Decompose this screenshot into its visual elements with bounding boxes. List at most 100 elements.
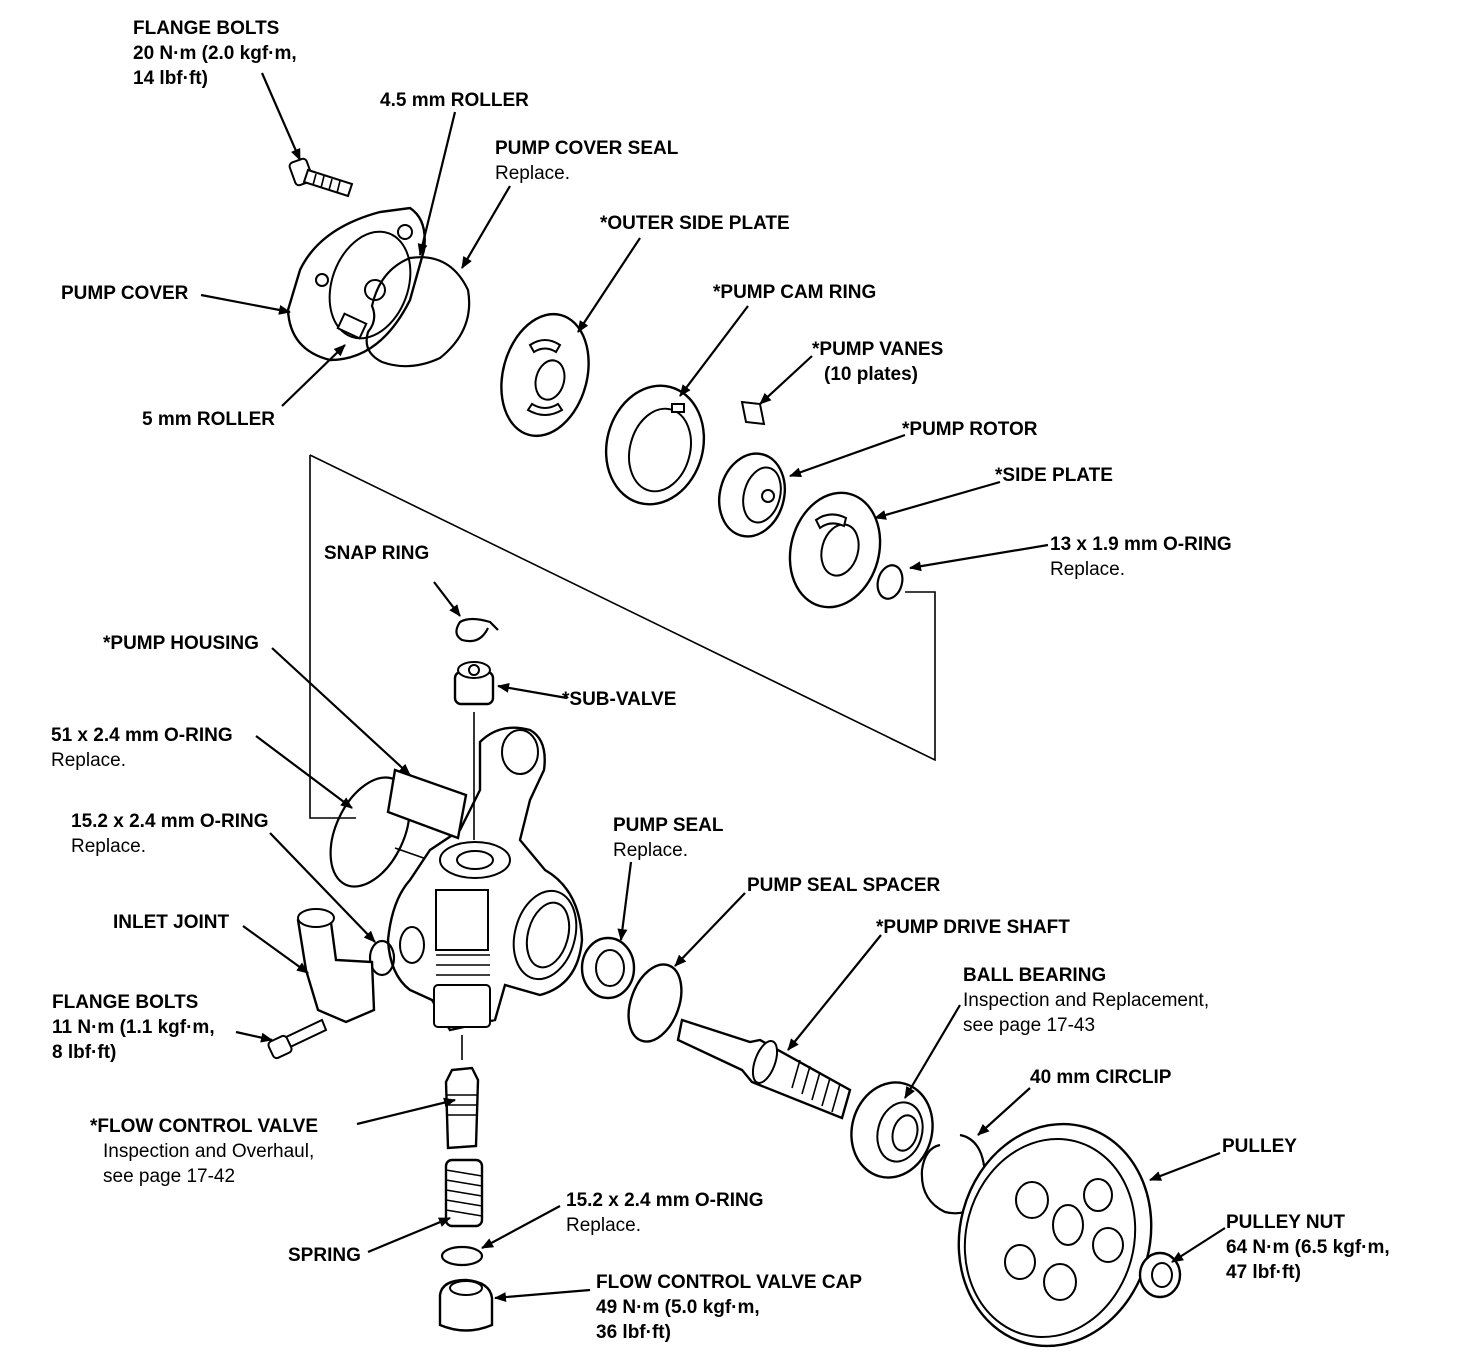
label-spec-line: 64 N·m (6.5 kgf·m, (1226, 1237, 1390, 1258)
label-title: PUMP SEAL (613, 815, 724, 836)
label-spec-line: 47 lbf·ft) (1226, 1262, 1301, 1283)
side-plate-part (788, 491, 882, 609)
pump-drive-shaft-part (676, 1018, 852, 1120)
label-flow-control-valve: *FLOW CONTROL VALVE Inspection and Overh… (90, 1114, 318, 1189)
label-title: SNAP RING (324, 543, 430, 564)
label-title: SPRING (288, 1245, 361, 1266)
label-title: *PUMP ROTOR (902, 419, 1038, 440)
label-pulley-nut: PULLEY NUT 64 N·m (6.5 kgf·m, 47 lbf·ft) (1226, 1210, 1390, 1285)
label-note: Replace. (51, 750, 126, 771)
label-note: Replace. (1050, 559, 1125, 580)
label-title: 51 x 2.4 mm O-RING (51, 725, 233, 746)
label-title: *SUB-VALVE (562, 689, 677, 710)
label-spec-line: 20 N·m (2.0 kgf·m, (133, 43, 297, 64)
pump-seal-part (580, 936, 636, 1000)
pump-vanes-part (740, 400, 766, 426)
label-roller-5: 5 mm ROLLER (142, 407, 275, 432)
ball-bearing-part (850, 1081, 934, 1179)
label-spec-line: 8 lbf·ft) (52, 1042, 117, 1063)
sub-valve-part (453, 661, 495, 706)
label-title: *PUMP DRIVE SHAFT (876, 917, 1070, 938)
label-note: (10 plates) (824, 364, 918, 385)
oring-13-part (876, 564, 904, 600)
leader-arrows (200, 72, 1226, 1303)
label-ball-bearing: BALL BEARING Inspection and Replacement,… (963, 963, 1209, 1038)
label-pump-drive-shaft: *PUMP DRIVE SHAFT (876, 915, 1070, 940)
label-side-plate: *SIDE PLATE (995, 463, 1113, 488)
label-oring-13: 13 x 1.9 mm O-RING Replace. (1050, 532, 1232, 582)
pulley-part (957, 1122, 1153, 1348)
outer-side-plate-part (500, 312, 590, 438)
label-roller-45: 4.5 mm ROLLER (380, 88, 529, 113)
label-flow-control-valve-cap: FLOW CONTROL VALVE CAP 49 N·m (5.0 kgf·m… (596, 1270, 862, 1345)
pump-seal-spacer-part (627, 963, 683, 1043)
flange-bolt-bottom-part (267, 1018, 328, 1060)
label-title: 4.5 mm ROLLER (380, 90, 529, 111)
label-title: *FLOW CONTROL VALVE (90, 1116, 318, 1137)
label-outer-side-plate: *OUTER SIDE PLATE (600, 211, 790, 236)
label-note: Replace. (566, 1215, 641, 1236)
label-circlip-40: 40 mm CIRCLIP (1030, 1065, 1171, 1090)
label-pump-vanes: *PUMP VANES (10 plates) (812, 337, 943, 387)
label-title: *PUMP HOUSING (103, 633, 259, 654)
label-title: FLANGE BOLTS (52, 992, 199, 1013)
label-title: *OUTER SIDE PLATE (600, 213, 790, 234)
snap-ring-part (455, 617, 499, 643)
label-note: Replace. (613, 840, 688, 861)
label-flange-bolts-bottom: FLANGE BOLTS 11 N·m (1.1 kgf·m, 8 lbf·ft… (52, 990, 215, 1065)
label-snap-ring: SNAP RING (324, 541, 429, 566)
label-oring-152-lower: 15.2 x 2.4 mm O-RING Replace. (566, 1188, 763, 1238)
label-note: Inspection and Replacement, (963, 990, 1210, 1011)
inlet-joint-part (296, 908, 376, 1024)
label-spec-line: 36 lbf·ft) (596, 1322, 671, 1343)
label-title: 15.2 x 2.4 mm O-RING (566, 1190, 764, 1211)
label-flange-bolts-top: FLANGE BOLTS 20 N·m (2.0 kgf·m, 14 lbf·f… (133, 16, 297, 91)
label-oring-51: 51 x 2.4 mm O-RING Replace. (51, 723, 233, 773)
label-title: BALL BEARING (963, 965, 1107, 986)
flow-control-valve-part (444, 1066, 480, 1150)
label-pump-rotor: *PUMP ROTOR (902, 417, 1038, 442)
pump-housing-part (386, 726, 584, 1032)
pump-rotor-part (718, 452, 786, 538)
pump-cover-seal-part (365, 256, 471, 368)
label-title: FLOW CONTROL VALVE CAP (596, 1272, 862, 1293)
label-title: 5 mm ROLLER (142, 409, 276, 430)
label-inlet-joint: INLET JOINT (113, 910, 229, 935)
label-spec-line: 14 lbf·ft) (133, 68, 208, 89)
flow-control-valve-cap-part (438, 1278, 494, 1332)
label-sub-valve: *SUB-VALVE (562, 687, 676, 712)
label-title: PULLEY NUT (1226, 1212, 1345, 1233)
flange-bolt-top-part (288, 157, 354, 198)
label-title: PUMP COVER SEAL (495, 138, 679, 159)
label-note: Replace. (495, 163, 570, 184)
axis-lines (461, 712, 475, 1060)
label-title: FLANGE BOLTS (133, 18, 280, 39)
label-oring-152-upper: 15.2 x 2.4 mm O-RING Replace. (71, 809, 268, 859)
circlip-40-part (920, 1133, 987, 1215)
label-title: *SIDE PLATE (995, 465, 1113, 486)
label-pump-cover-seal: PUMP COVER SEAL Replace. (495, 136, 678, 186)
label-title: INLET JOINT (113, 912, 230, 933)
label-pump-cover: PUMP COVER (61, 281, 188, 306)
label-title: PUMP SEAL SPACER (747, 875, 941, 896)
label-title: PUMP COVER (61, 283, 189, 304)
label-title: PULLEY (1222, 1136, 1297, 1157)
label-spec-line: 11 N·m (1.1 kgf·m, (52, 1017, 215, 1038)
label-note: Replace. (71, 836, 146, 857)
oring-152-lower-part (440, 1245, 484, 1267)
oring-152-upper-part (368, 939, 396, 977)
label-title: 15.2 x 2.4 mm O-RING (71, 811, 269, 832)
label-title: *PUMP VANES (812, 339, 944, 360)
label-note: see page 17-42 (103, 1166, 236, 1187)
label-title: 40 mm CIRCLIP (1030, 1067, 1172, 1088)
label-title: 13 x 1.9 mm O-RING (1050, 534, 1232, 555)
label-pulley: PULLEY (1222, 1134, 1297, 1159)
pulley-nut-part (1138, 1251, 1182, 1299)
label-spring: SPRING (288, 1243, 361, 1268)
pump-cover-part (286, 206, 426, 362)
label-note: Inspection and Overhaul, (103, 1141, 315, 1162)
label-title: *PUMP CAM RING (713, 282, 877, 303)
label-pump-cam-ring: *PUMP CAM RING (713, 280, 876, 305)
